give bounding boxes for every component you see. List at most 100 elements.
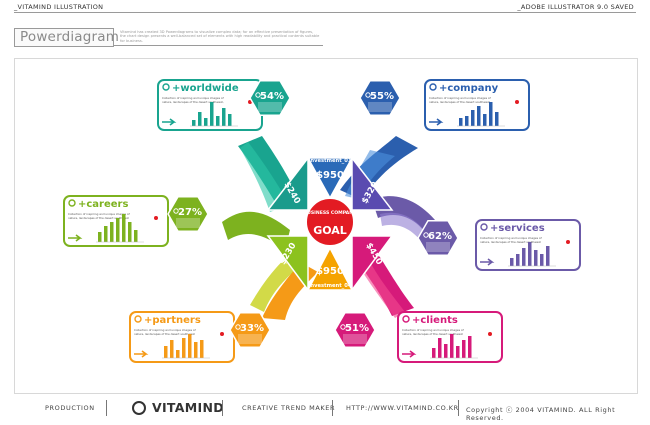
percent-value: 62% — [428, 231, 452, 242]
hexagon-circle-icon — [423, 232, 429, 238]
mini-bar — [164, 346, 168, 358]
footer-separator — [332, 400, 333, 416]
mini-bar — [128, 222, 132, 242]
percent-hexagon — [359, 79, 401, 117]
investment-value: $950 — [316, 266, 344, 277]
panel-description: Collection of inspiring and unique image… — [429, 96, 492, 100]
percent-hexagon — [229, 311, 271, 349]
mini-bar — [438, 338, 442, 358]
mini-bar — [432, 348, 436, 358]
mini-bar — [477, 106, 481, 126]
mini-bar — [516, 254, 520, 266]
marker-dot-icon — [154, 216, 158, 220]
investment-03-triangle — [351, 235, 394, 293]
mini-bar — [459, 118, 463, 126]
percent-hexagon — [167, 195, 209, 233]
panel-circle-icon — [402, 315, 410, 323]
title-description: Vitamind has created 3D Powerdiagrams to… — [120, 30, 320, 43]
mini-bar — [510, 258, 514, 266]
center-goal: BUSINESS COMPANY GOAL — [304, 197, 357, 247]
panel-description: Collection of inspiring and unique image… — [162, 96, 225, 100]
investment-01-triangle — [306, 157, 354, 200]
mini-bar — [546, 246, 550, 266]
panel-title: +company — [439, 83, 499, 94]
percent-value: 54% — [260, 91, 284, 102]
mini-bar — [450, 334, 454, 358]
hexagon-inner-box — [258, 102, 282, 112]
footer-copyright: Copyright ⓒ 2004 VITAMIND. ALL Right Res… — [466, 406, 616, 422]
title-underline — [113, 45, 323, 46]
mini-bar — [216, 116, 220, 126]
hexagon-inner-box — [368, 102, 392, 112]
footer-url-link[interactable]: HTTP://WWW.VITAMIND.CO.KR — [346, 404, 459, 412]
percent-hexagon — [334, 311, 376, 349]
mini-bar — [222, 108, 226, 126]
hexagon-inner-box — [343, 334, 367, 344]
header-divider — [14, 12, 636, 13]
mini-bar — [228, 114, 232, 126]
mini-bar — [176, 350, 180, 358]
percent-hexagon — [417, 219, 459, 257]
mini-bar — [522, 248, 526, 266]
footer-separator — [458, 400, 459, 416]
mini-bar — [182, 338, 186, 358]
investment-value: $950 — [316, 170, 344, 181]
mini-bar — [483, 114, 487, 126]
mini-bar — [98, 232, 102, 242]
hexagon-circle-icon — [365, 92, 371, 98]
panel-description: Collection of inspiring and unique image… — [134, 328, 197, 332]
mini-bar — [468, 336, 472, 358]
clients-swoosh-2 — [360, 262, 405, 318]
investment-06-triangle — [266, 155, 309, 211]
mini-bar — [134, 230, 138, 242]
arrow-right-icon — [402, 350, 417, 358]
header-left-label: _VITAMIND ILLUSTRATION — [14, 3, 104, 11]
panel-circle-icon — [429, 83, 437, 91]
investment-label: Investment_04 — [309, 283, 352, 289]
panel-description: Collection of inspiring and unique image… — [480, 236, 543, 240]
panel-title: +services — [490, 223, 545, 234]
diagram-frame — [14, 58, 638, 394]
mini-bar — [104, 226, 108, 242]
footer-separator — [106, 400, 107, 416]
panel-circle-icon — [162, 83, 170, 91]
mini-bar — [534, 250, 538, 266]
center-goal-label-top: BUSINESS COMPANY — [304, 210, 357, 216]
hexagon-circle-icon — [235, 324, 241, 330]
mini-bar — [456, 346, 460, 358]
vitamind-logo-icon — [132, 401, 146, 415]
mini-bar — [528, 242, 532, 266]
hexagon-inner-box — [176, 218, 200, 228]
mini-bar — [444, 344, 448, 358]
mini-bar — [489, 102, 493, 126]
percent-value: 55% — [370, 91, 394, 102]
hexagon-circle-icon — [340, 324, 346, 330]
arrow-right-icon — [162, 118, 177, 126]
marker-dot-icon — [488, 332, 492, 336]
hexagon-circle-icon — [255, 92, 261, 98]
arrow-right-icon — [429, 118, 444, 126]
mini-bar — [471, 110, 475, 126]
mini-bar — [192, 120, 196, 126]
panel-description: nature, landscapes of the desert southwe… — [68, 216, 130, 220]
arrow-right-icon — [68, 234, 83, 242]
marker-dot-icon — [515, 100, 519, 104]
page-title-box: Powerdiagram — [14, 28, 119, 47]
panel-title: +careers — [78, 199, 128, 210]
mini-bar — [194, 342, 198, 358]
mini-bar — [200, 340, 204, 358]
panel-description: nature, landscapes of the desert southwe… — [480, 240, 542, 244]
panel-title: +worldwide — [172, 83, 239, 94]
panel-box — [424, 79, 530, 131]
mini-bar — [198, 112, 202, 126]
investment-04-triangle — [306, 246, 354, 291]
arrow-right-icon — [480, 258, 495, 266]
mini-bar — [540, 254, 544, 266]
page-title: Powerdiagram — [20, 29, 120, 45]
